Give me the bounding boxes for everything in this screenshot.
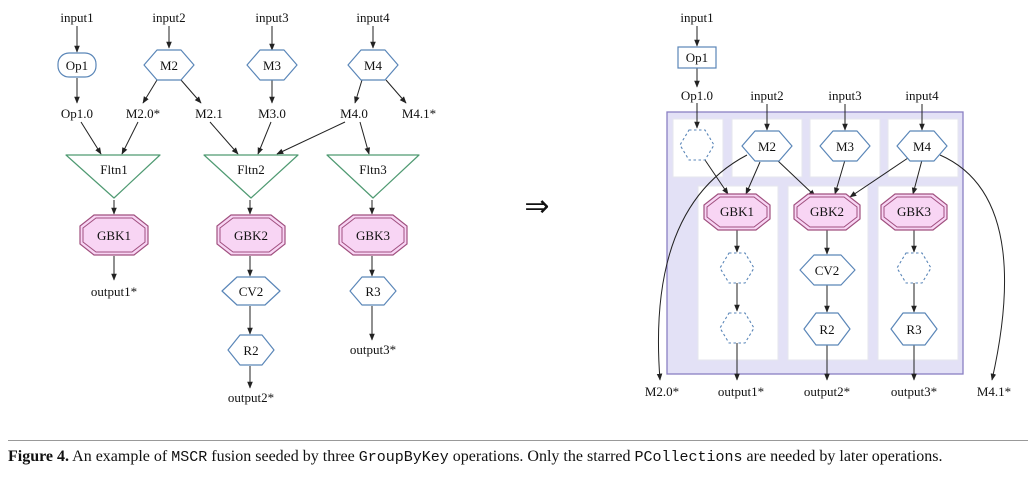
left-collection-m4-1: M4.1* (402, 106, 436, 121)
right-graph: input1 Op1 Op1.0 input2 input3 input4 M2… (645, 10, 1011, 399)
left-output-1: output1* (91, 284, 137, 299)
right-gbk3-node: GBK3 (880, 193, 948, 231)
right-collection-op1-0: Op1.0 (681, 88, 713, 103)
left-output-3: output3* (350, 342, 396, 357)
caption-text-1: An example of (69, 448, 172, 465)
right-input-3: input3 (828, 88, 861, 103)
left-gbk3-node: GBK3 (338, 214, 408, 256)
left-op1-label: Op1 (66, 58, 88, 73)
left-m3-label: M3 (263, 58, 281, 73)
left-m4-label: M4 (364, 58, 383, 73)
right-output-3: output3* (891, 384, 937, 399)
left-r3-node: R3 (349, 276, 397, 306)
left-cv2-label: CV2 (239, 284, 264, 299)
right-output-1: output1* (718, 384, 764, 399)
right-output-m4-1: M4.1* (977, 384, 1011, 399)
left-m3-node: M3 (246, 49, 298, 81)
caption-text-2: fusion seeded by three (207, 448, 359, 465)
right-r3-node: R3 (890, 312, 938, 346)
left-collection-op1-0: Op1.0 (61, 106, 93, 121)
right-r3-label: R3 (906, 322, 921, 337)
right-m2-label: M2 (758, 139, 776, 154)
left-m2-label: M2 (160, 58, 178, 73)
right-passthrough-node-a (719, 252, 755, 284)
left-fltn3-label: Fltn3 (359, 162, 386, 177)
figure-caption: Figure 4. An example of MSCR fusion seed… (8, 446, 1028, 468)
left-cv2-node: CV2 (221, 276, 281, 306)
left-output-2: output2* (228, 390, 274, 405)
left-input-3: input3 (255, 10, 288, 25)
right-passthrough-node-top (679, 129, 715, 161)
right-input-2: input2 (750, 88, 783, 103)
right-cv2-node: CV2 (799, 254, 856, 286)
left-op1-node: Op1 (57, 52, 97, 78)
right-passthrough-node-b (719, 312, 755, 344)
left-collection-m2-1: M2.1 (195, 106, 223, 121)
right-output-2: output2* (804, 384, 850, 399)
right-gbk1-node: GBK1 (703, 193, 771, 231)
left-m4-node: M4 (347, 49, 399, 81)
left-fltn2-node: Fltn2 (203, 154, 299, 199)
left-collection-m3-0: M3.0 (258, 106, 286, 121)
right-input-4: input4 (905, 88, 939, 103)
right-m4-node: M4 (896, 130, 948, 162)
right-gbk3-label: GBK3 (897, 204, 931, 219)
left-gbk2-node: GBK2 (216, 214, 286, 256)
right-m3-node: M3 (819, 130, 871, 162)
right-output-m2-0: M2.0* (645, 384, 679, 399)
left-input-4: input4 (356, 10, 390, 25)
left-gbk3-label: GBK3 (356, 228, 390, 243)
left-edges (74, 26, 407, 389)
caption-text-3: operations. Only the starred (448, 448, 635, 465)
right-op1-label: Op1 (686, 50, 708, 65)
left-input-1: input1 (60, 10, 93, 25)
right-r2-label: R2 (819, 322, 834, 337)
right-gbk2-node: GBK2 (793, 193, 861, 231)
left-fltn1-label: Fltn1 (100, 162, 127, 177)
left-r2-node: R2 (227, 334, 275, 366)
left-r2-label: R2 (243, 343, 258, 358)
left-gbk1-label: GBK1 (97, 228, 131, 243)
left-collection-m2-0: M2.0* (126, 106, 160, 121)
right-r2-node: R2 (803, 312, 851, 346)
right-input-1: input1 (680, 10, 713, 25)
right-m3-label: M3 (836, 139, 854, 154)
caption-code-mscr: MSCR (171, 449, 208, 466)
right-op1-node: Op1 (677, 46, 717, 69)
right-m4-label: M4 (913, 139, 932, 154)
right-m2-node: M2 (741, 130, 793, 162)
left-fltn3-node: Fltn3 (326, 154, 420, 199)
right-gbk1-label: GBK1 (720, 204, 754, 219)
mscr-fusion-diagram: input1 input2 input3 input4 Op1 M2 M3 M4… (57, 10, 1011, 405)
left-gbk2-label: GBK2 (234, 228, 268, 243)
caption-label: Figure 4. (8, 448, 70, 465)
left-input-2: input2 (152, 10, 185, 25)
left-m2-node: M2 (143, 49, 195, 81)
caption-rule (8, 440, 1028, 441)
left-fltn1-node: Fltn1 (65, 154, 161, 199)
left-r3-label: R3 (365, 284, 380, 299)
caption-code-pcollections: PCollections (634, 449, 743, 466)
left-graph: input1 input2 input3 input4 Op1 M2 M3 M4… (57, 10, 436, 405)
right-edges (656, 26, 1005, 381)
caption-code-groupbykey: GroupByKey (358, 449, 449, 466)
right-cv2-label: CV2 (815, 263, 840, 278)
left-gbk1-node: GBK1 (79, 214, 149, 256)
caption-text-4: are needed by later operations. (742, 448, 943, 465)
right-gbk2-label: GBK2 (810, 204, 844, 219)
left-collection-m4-0: M4.0 (340, 106, 368, 121)
right-passthrough-node-c (896, 252, 932, 284)
left-fltn2-label: Fltn2 (237, 162, 264, 177)
transform-arrow: ⇒ (524, 189, 549, 224)
